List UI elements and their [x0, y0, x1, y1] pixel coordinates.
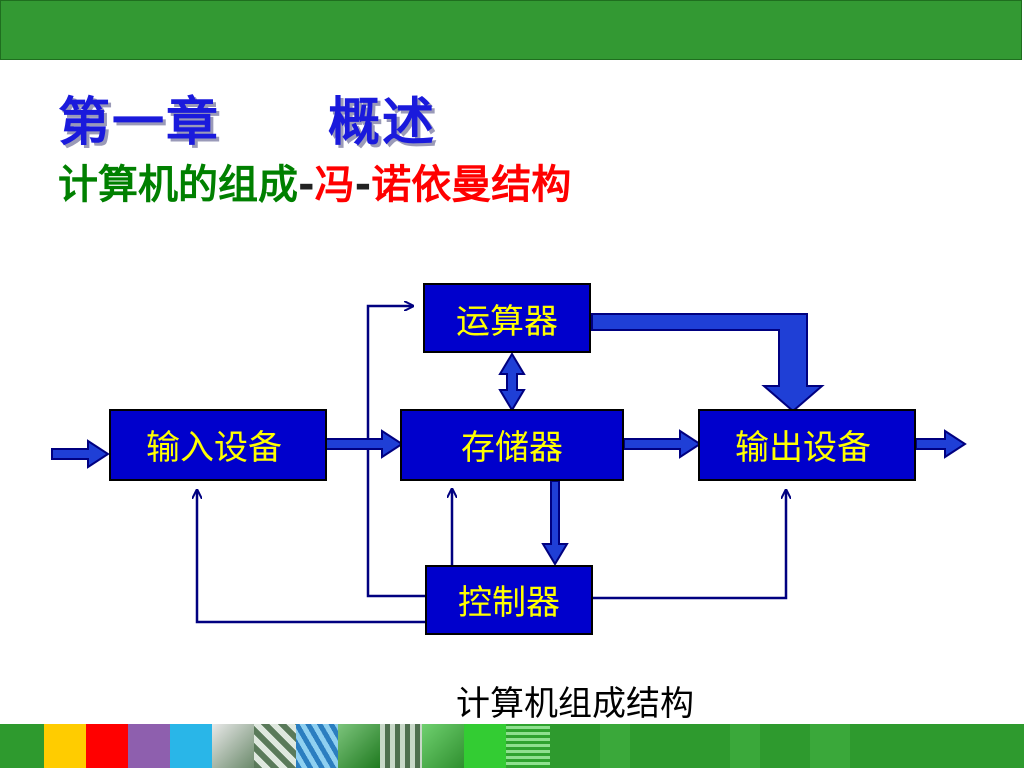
- arrow-memory-to-control: [541, 480, 569, 566]
- strip-tile: [86, 724, 128, 768]
- arrow-alu-memory-bidirectional: [498, 352, 526, 412]
- node-memory: 存储器: [400, 409, 624, 481]
- top-banner: [0, 0, 1022, 60]
- control-line-output: [593, 490, 786, 600]
- strip-tile: [296, 724, 338, 768]
- strip-tile: [212, 724, 254, 768]
- arrow-output-to-external: [915, 429, 967, 459]
- subtitle-separator: -: [354, 162, 372, 208]
- strip-tile: [380, 724, 422, 768]
- strip-tile: [600, 724, 630, 768]
- subtitle-part-computer-composition: 计算机的组成: [58, 162, 298, 208]
- arrow-alu-to-output: [591, 313, 825, 413]
- arrow-external-to-input: [51, 439, 110, 469]
- node-output-label: 输出设备: [735, 428, 871, 468]
- node-control: 控制器: [425, 565, 593, 635]
- node-output: 输出设备: [698, 409, 916, 481]
- bottom-decorative-strip: [0, 724, 1024, 768]
- diagram-caption: 计算机组成结构: [456, 684, 694, 724]
- strip-tile: [44, 724, 86, 768]
- strip-tile: [464, 724, 506, 768]
- slide-title: 第一章 概述: [58, 93, 437, 153]
- subtitle-part-von: 冯: [314, 162, 355, 208]
- node-input-label: 输入设备: [146, 428, 282, 468]
- node-input: 输入设备: [109, 409, 327, 481]
- node-alu-label: 运算器: [456, 302, 558, 342]
- strip-tile: [254, 724, 296, 768]
- subtitle-part-neumann-architecture: 诺依曼结构: [371, 162, 572, 208]
- node-alu: 运算器: [423, 283, 591, 353]
- strip-tile: [810, 724, 850, 768]
- strip-tile: [506, 724, 550, 768]
- strip-tile: [422, 724, 464, 768]
- strip-tile: [0, 724, 44, 768]
- strip-tile: [170, 724, 212, 768]
- arrow-memory-to-output: [623, 429, 702, 459]
- arrow-input-to-memory: [325, 429, 404, 459]
- control-line-input: [197, 490, 426, 624]
- strip-tile: [730, 724, 760, 768]
- slide-subtitle: 计算机的组成-冯-诺依曼结构: [58, 152, 571, 210]
- node-memory-label: 存储器: [461, 428, 563, 468]
- subtitle-separator: -: [298, 162, 315, 208]
- control-line-alu: [366, 306, 426, 598]
- strip-tile: [338, 724, 380, 768]
- strip-tile: [128, 724, 170, 768]
- node-control-label: 控制器: [458, 583, 560, 623]
